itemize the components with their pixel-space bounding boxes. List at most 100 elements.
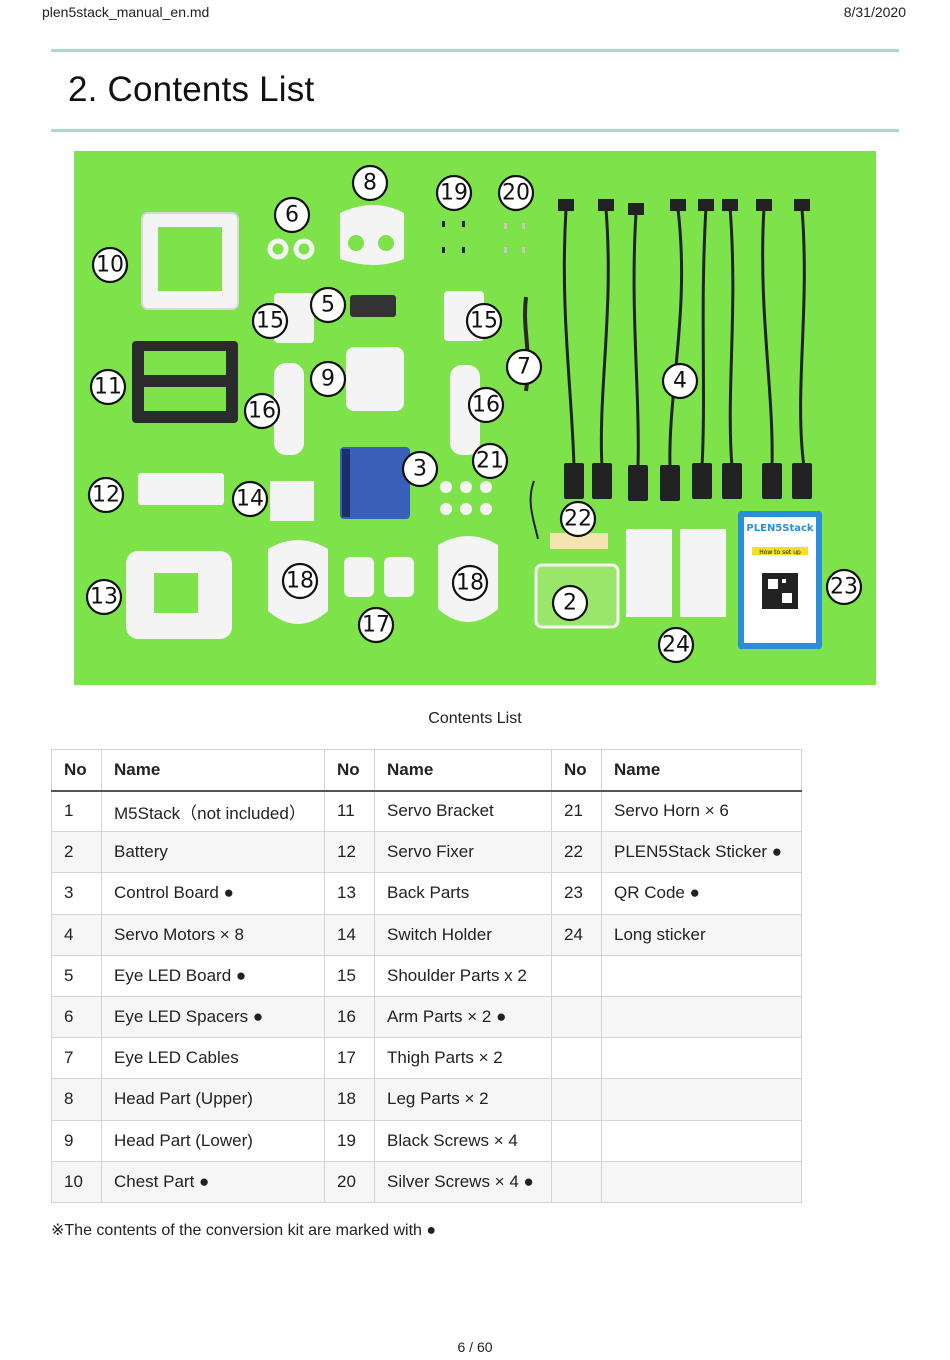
callout-16a: 16 (243, 392, 281, 430)
column-header: No (51, 749, 102, 792)
item-name-cell: Head Part (Upper) (101, 1078, 325, 1121)
item-number-cell (551, 1037, 602, 1080)
item-number-cell: 4 (51, 913, 102, 956)
item-name-cell (601, 954, 802, 997)
callout-21: 21 (471, 442, 509, 480)
item-number-cell: 8 (51, 1078, 102, 1121)
callout-24: 24 (657, 626, 695, 664)
callout-15b: 15 (465, 302, 503, 340)
item-number-cell: 9 (51, 1119, 102, 1162)
item-name-cell: Eye LED Board ● (101, 954, 325, 997)
item-number-cell: 19 (324, 1119, 375, 1162)
item-name-cell: Head Part (Lower) (101, 1119, 325, 1162)
item-number-cell: 16 (324, 995, 375, 1039)
svg-text:21: 21 (476, 449, 504, 474)
item-name-cell: Control Board ● (101, 872, 325, 915)
item-name-cell: Leg Parts × 2 (374, 1078, 552, 1121)
callout-18b: 18 (451, 564, 489, 602)
item-name-cell (601, 1037, 802, 1080)
item-number-cell: 10 (51, 1160, 102, 1203)
svg-text:18: 18 (286, 569, 314, 594)
callout-4: 4 (661, 362, 699, 400)
item-name-cell: Black Screws × 4 (374, 1119, 552, 1162)
svg-text:16: 16 (248, 399, 276, 424)
callout-9: 9 (309, 360, 347, 398)
item-name-cell: Servo Horn × 6 (601, 789, 802, 833)
item-name-cell: QR Code ● (601, 872, 802, 915)
header-filename: plen5stack_manual_en.md (42, 4, 210, 20)
column-header: Name (101, 749, 325, 792)
photo-caption: Contents List (428, 710, 522, 727)
item-number-cell: 7 (51, 1037, 102, 1080)
item-name-cell: Switch Holder (374, 913, 552, 956)
parts-illustration: PLEN5Stack How to set up 1 2 3 4 5 6 7 8… (74, 151, 876, 685)
item-name-cell: PLEN5Stack Sticker ● (601, 831, 802, 874)
item-number-cell (551, 954, 602, 997)
item-number-cell: 22 (551, 831, 602, 874)
callout-2: 2 (551, 584, 589, 622)
svg-text:20: 20 (502, 181, 530, 206)
sticker-banner: How to set up (759, 549, 801, 556)
page-header: plen5stack_manual_en.md 8/31/2020 (42, 4, 906, 24)
callouts: 1 2 3 4 5 6 7 8 9 10 11 12 13 14 15 15 1… (85, 164, 863, 664)
item-name-cell: Servo Fixer (374, 831, 552, 874)
callout-3: 3 (401, 450, 439, 488)
item-name-cell: M5Stack（not included） (101, 789, 325, 833)
item-number-cell: 23 (551, 872, 602, 915)
item-number-cell: 5 (51, 954, 102, 997)
item-number-cell: 24 (551, 913, 602, 956)
item-name-cell: Silver Screws × 4 ● (374, 1160, 552, 1203)
item-number-cell: 14 (324, 913, 375, 956)
svg-text:15: 15 (256, 309, 284, 334)
callout-7: 7 (505, 348, 543, 386)
svg-text:23: 23 (830, 575, 858, 600)
item-name-cell: Back Parts (374, 872, 552, 915)
item-name-cell: Long sticker (601, 913, 802, 956)
callout-14: 14 (231, 480, 269, 518)
svg-text:2: 2 (563, 591, 577, 616)
svg-text:17: 17 (362, 613, 390, 638)
sticker-title: PLEN5Stack (746, 523, 814, 534)
column-header: No (324, 749, 375, 792)
svg-text:6: 6 (285, 203, 299, 228)
svg-text:8: 8 (363, 171, 377, 196)
callout-6: 6 (273, 196, 311, 234)
item-number-cell (551, 995, 602, 1039)
table-header-row: No Name No Name No Name (51, 749, 802, 792)
item-number-cell: 18 (324, 1078, 375, 1121)
page-number: 6 / 60 (457, 1339, 493, 1355)
item-name-cell (601, 1119, 802, 1162)
title-divider (51, 129, 899, 132)
item-name-cell: Thigh Parts × 2 (374, 1037, 552, 1080)
item-number-cell: 1 (51, 789, 102, 833)
svg-text:24: 24 (662, 633, 690, 658)
top-divider (51, 49, 899, 52)
callout-22: 22 (559, 500, 597, 538)
svg-text:14: 14 (236, 487, 264, 512)
svg-text:22: 22 (564, 507, 592, 532)
item-number-cell: 20 (324, 1160, 375, 1203)
item-number-cell (551, 1119, 602, 1162)
item-number-cell (551, 1078, 602, 1121)
item-number-cell: 2 (51, 831, 102, 874)
svg-text:18: 18 (456, 571, 484, 596)
callout-19: 19 (435, 174, 473, 212)
callout-12: 12 (87, 476, 125, 514)
callout-13: 13 (85, 578, 123, 616)
item-name-cell (601, 1160, 802, 1203)
callout-10: 10 (91, 246, 129, 284)
item-name-cell: Chest Part ● (101, 1160, 325, 1203)
callout-15a: 15 (251, 302, 289, 340)
item-name-cell: Eye LED Spacers ● (101, 995, 325, 1039)
callout-20: 20 (497, 174, 535, 212)
item-number-cell (551, 1160, 602, 1203)
contents-photo: PLEN5Stack How to set up 1 2 3 4 5 6 7 8… (74, 151, 876, 685)
svg-text:3: 3 (413, 457, 427, 482)
item-number-cell: 6 (51, 995, 102, 1039)
